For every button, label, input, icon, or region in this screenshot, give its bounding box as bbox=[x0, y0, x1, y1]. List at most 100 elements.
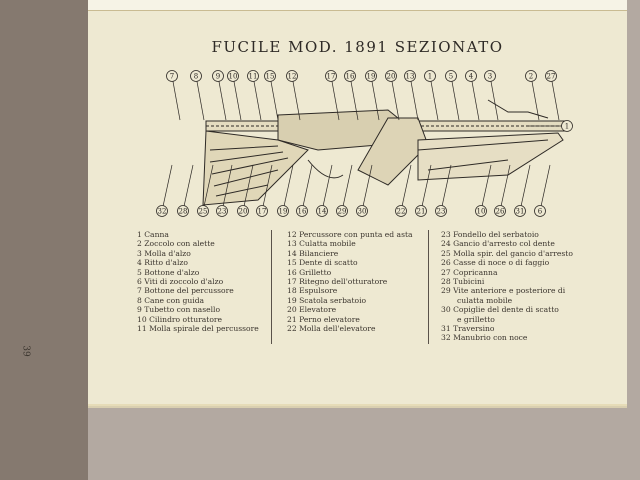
callout-circle bbox=[264, 70, 276, 82]
callout-number: 14 bbox=[318, 208, 327, 216]
callout-number: 15 bbox=[266, 73, 275, 81]
legend-item: 20 Elevatore bbox=[287, 305, 337, 315]
callout-10: 10 bbox=[475, 164, 492, 217]
callout-number: 25 bbox=[199, 208, 208, 216]
callout-32: 32 bbox=[156, 164, 173, 217]
leader-line bbox=[242, 164, 254, 212]
page-title: FUCILE MOD. 1891 SEZIONATO bbox=[211, 38, 504, 56]
legend-item: 13 Culatta mobile bbox=[287, 239, 356, 249]
legend-item: 9 Tubetto con nasello bbox=[137, 305, 221, 315]
leader-line bbox=[341, 164, 353, 212]
callout-17: 17 bbox=[325, 70, 340, 121]
leader-line bbox=[217, 75, 227, 121]
callout-1: 1 bbox=[528, 120, 573, 132]
callout-circle bbox=[561, 120, 573, 132]
leader-line bbox=[171, 75, 181, 121]
callout-16: 16 bbox=[296, 164, 313, 217]
callout-circle bbox=[286, 70, 298, 82]
callout-number: 9 bbox=[216, 73, 220, 81]
legend-item: 25 Molla spir. del gancio d'arresto bbox=[441, 248, 573, 258]
legend-item: e grilletto bbox=[457, 314, 495, 324]
callout-number: 6 bbox=[538, 208, 543, 216]
callout-circle bbox=[344, 70, 356, 82]
leader-line bbox=[161, 164, 173, 212]
callout-30: 30 bbox=[356, 164, 373, 217]
callout-circle bbox=[475, 205, 487, 217]
callout-11: 11 bbox=[247, 70, 262, 121]
fore-end bbox=[417, 132, 564, 181]
page-number: 39 bbox=[20, 345, 31, 357]
leader-line bbox=[539, 164, 551, 212]
callout-circle bbox=[336, 205, 348, 217]
leader-line bbox=[269, 75, 279, 121]
legend-item: 6 Viti di zoccolo d'alzo bbox=[137, 277, 224, 287]
leader-line bbox=[480, 164, 492, 212]
callout-26: 26 bbox=[494, 164, 511, 217]
callout-20: 20 bbox=[237, 164, 254, 217]
callout-number: 23 bbox=[437, 208, 446, 216]
callout-circle bbox=[514, 205, 526, 217]
legend-item: 4 Ritto d'alzo bbox=[137, 258, 188, 268]
callout-number: 13 bbox=[406, 73, 415, 81]
callout-circle bbox=[256, 205, 268, 217]
callout-20: 20 bbox=[385, 70, 400, 121]
callout-8: 8 bbox=[190, 70, 205, 121]
leader-line bbox=[202, 164, 214, 212]
callout-12: 12 bbox=[286, 70, 301, 121]
leader-line bbox=[420, 164, 432, 212]
callout-19: 19 bbox=[365, 70, 380, 121]
callout-number: 20 bbox=[239, 208, 248, 216]
legend-item: 24 Gancio d'arresto col dente bbox=[441, 239, 555, 249]
leader-line bbox=[291, 75, 301, 121]
callout-13: 13 bbox=[404, 70, 419, 121]
callout-23: 23 bbox=[216, 164, 233, 217]
column-divider bbox=[271, 230, 272, 344]
leader-line bbox=[282, 164, 294, 212]
callout-number: 22 bbox=[397, 208, 406, 216]
leader-line bbox=[195, 75, 205, 121]
legend-item: 23 Fondello del serbatoio bbox=[441, 230, 539, 239]
callout-9: 9 bbox=[212, 70, 227, 121]
callout-22: 22 bbox=[395, 164, 412, 217]
callout-number: 3 bbox=[488, 73, 492, 81]
callout-number: 19 bbox=[279, 208, 288, 216]
callout-circle bbox=[424, 70, 436, 82]
callout-circle bbox=[237, 205, 249, 217]
callout-number: 11 bbox=[249, 73, 258, 81]
callout-1: 1 bbox=[424, 70, 439, 121]
callout-7: 7 bbox=[166, 70, 181, 121]
callout-circle bbox=[212, 70, 224, 82]
legend-item: 26 Casse di noce o di faggio bbox=[441, 258, 550, 268]
callout-circle bbox=[177, 205, 189, 217]
legend-item: 30 Copiglie del dente di scatto bbox=[441, 305, 559, 315]
callout-circle bbox=[385, 70, 397, 82]
legend-item: 8 Cane con guida bbox=[137, 295, 205, 305]
legend-item: 11 Molla spirale del percussore bbox=[137, 324, 259, 334]
leader-line bbox=[440, 164, 452, 212]
callout-circle bbox=[247, 70, 259, 82]
callout-number: 20 bbox=[387, 73, 396, 81]
page-top-edge bbox=[88, 0, 627, 11]
legend-item: 10 Cilindro otturatore bbox=[137, 314, 223, 324]
callout-number: 30 bbox=[358, 208, 367, 216]
leader-line bbox=[519, 164, 531, 212]
callout-16: 16 bbox=[344, 70, 359, 121]
legend-item: 14 Bilanciere bbox=[287, 248, 339, 258]
callout-circle bbox=[325, 70, 337, 82]
legend-item: 31 Traversino bbox=[441, 324, 495, 334]
scanner-background bbox=[0, 0, 88, 480]
callout-10: 10 bbox=[227, 70, 242, 121]
callout-circle bbox=[156, 205, 168, 217]
magazine bbox=[357, 117, 429, 186]
callout-number: 28 bbox=[179, 208, 188, 216]
leader-line bbox=[409, 75, 419, 121]
legend-item: culatta mobile bbox=[457, 295, 513, 305]
leader-line bbox=[361, 164, 373, 212]
legend-item: 7 Bottone del percussore bbox=[137, 286, 234, 296]
callout-circle bbox=[484, 70, 496, 82]
leader-line bbox=[261, 164, 273, 212]
callout-circle bbox=[227, 70, 239, 82]
callout-circle bbox=[190, 70, 202, 82]
